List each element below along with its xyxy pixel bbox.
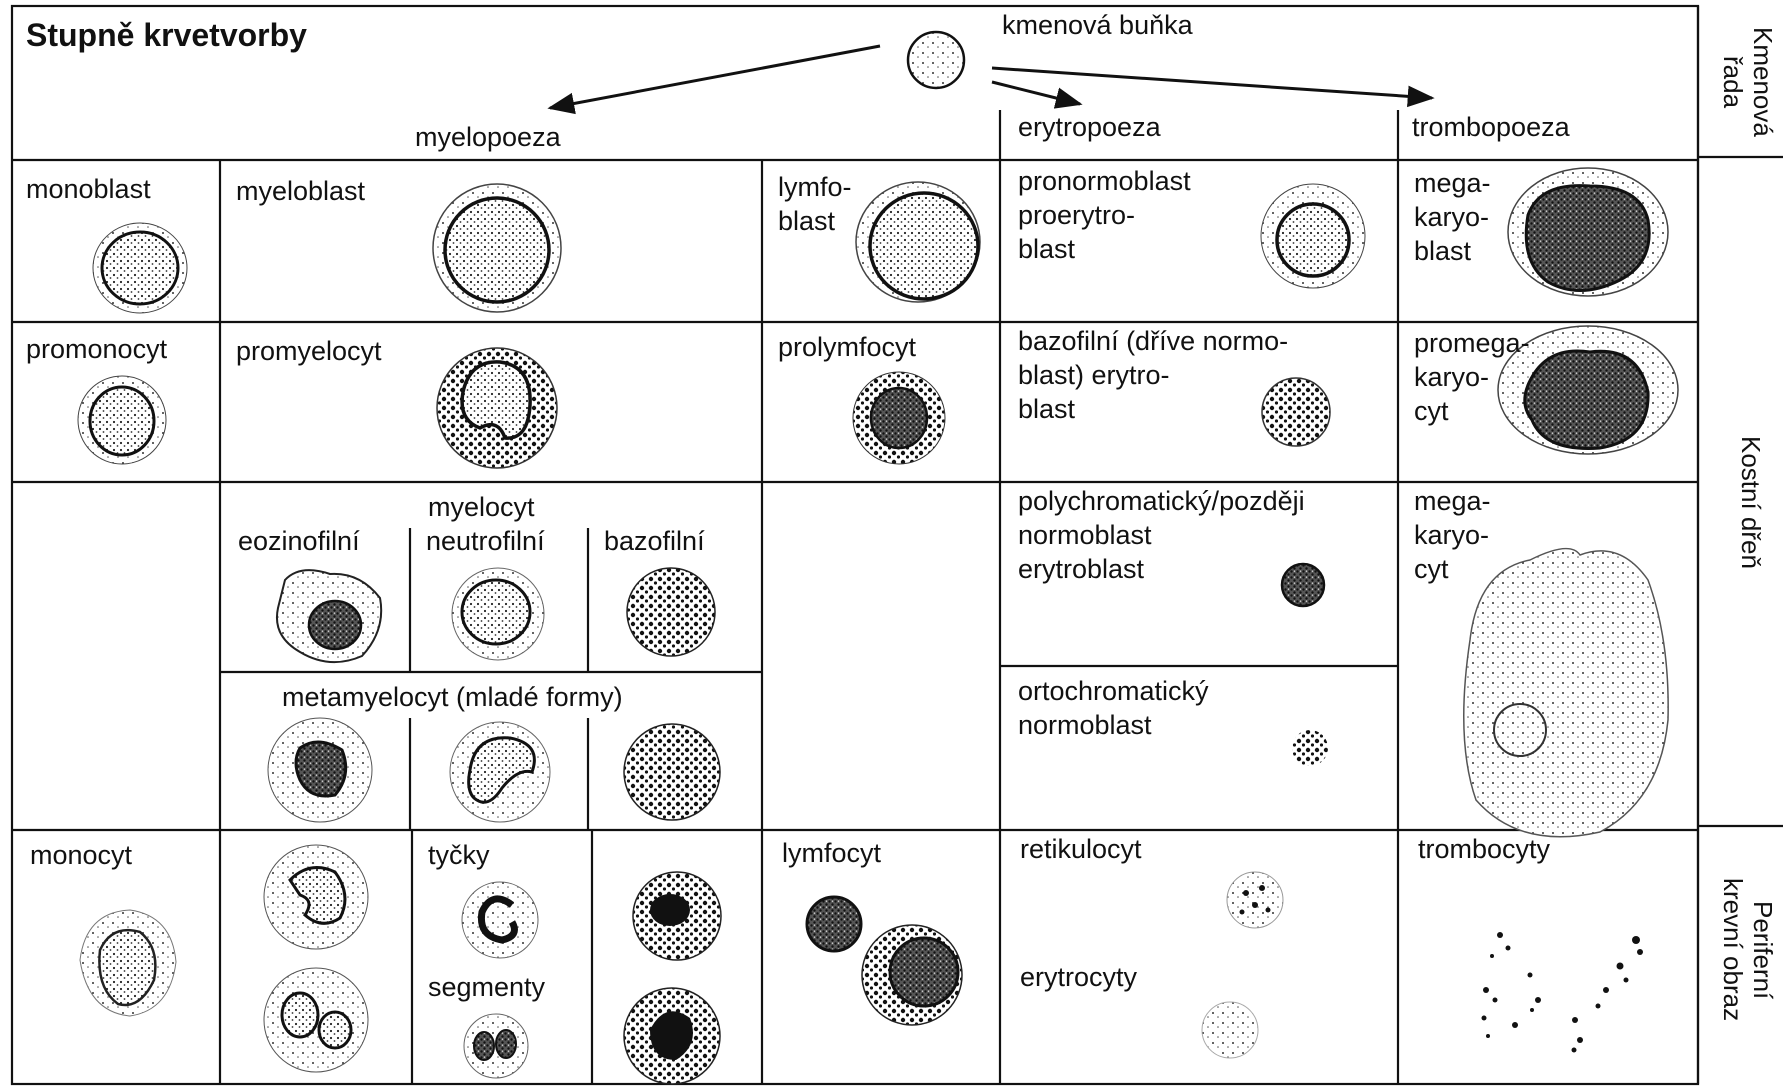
cell-lymfocyt-drawing-1 bbox=[807, 897, 861, 951]
side-label-kmenova-rada: Kmenová řada bbox=[1704, 12, 1778, 152]
side-label-periferni-krevni-obraz: Periferní krevní obraz bbox=[1704, 850, 1778, 1050]
label-myelocyt: myelocyt bbox=[428, 490, 535, 524]
label-polychromaticky: polychromatický/později normoblast erytr… bbox=[1018, 484, 1305, 586]
cell-neutrofil-drawing-1 bbox=[264, 845, 368, 949]
cell-myelocyt-neutrofilni-drawing bbox=[452, 568, 544, 660]
cell-lymfoblast-drawing bbox=[856, 182, 980, 302]
cell-promonocyt-drawing bbox=[78, 376, 166, 464]
label-ortochromaticky: ortochromatický normoblast bbox=[1018, 674, 1209, 742]
cell-monoblast-drawing bbox=[93, 223, 187, 313]
label-pronormoblast: pronormoblast proerytro- blast bbox=[1018, 164, 1191, 266]
label-prolymfocyt: prolymfocyt bbox=[778, 330, 916, 364]
cell-lymfocyt-drawing-2 bbox=[862, 925, 962, 1025]
label-lymfoblast: lymfo- blast bbox=[778, 170, 852, 238]
label-monocyt: monocyt bbox=[30, 838, 132, 872]
label-retikulocyt: retikulocyt bbox=[1020, 832, 1142, 866]
cell-prolymfocyt-drawing bbox=[853, 372, 945, 464]
trombocyty-drawing bbox=[1482, 932, 1644, 1053]
cell-myeloblast-drawing bbox=[433, 184, 561, 312]
cell-segmenty-drawing bbox=[464, 1014, 528, 1078]
label-kmenova-bunka: kmenová buňka bbox=[1002, 8, 1193, 42]
stem-cell-drawing bbox=[908, 32, 964, 88]
label-bazofilni: bazofilní bbox=[604, 524, 705, 558]
cell-ortochromaticky-drawing bbox=[1292, 730, 1328, 766]
cell-monocyt-drawing bbox=[80, 910, 176, 1016]
label-myelopoeza: myelopoeza bbox=[415, 120, 561, 154]
label-eozinofilni: eozinofilní bbox=[238, 524, 360, 558]
cell-promyelocyt-drawing bbox=[437, 348, 557, 468]
label-tycky: tyčky bbox=[428, 838, 490, 872]
cell-bazofil-drawing bbox=[624, 988, 720, 1084]
label-neutrofilni: neutrofilní bbox=[426, 524, 545, 558]
cell-metamyelocyt-eozinofilni-drawing bbox=[268, 718, 372, 822]
cell-retikulocyt-drawing bbox=[1227, 872, 1283, 928]
label-promonocyt: promonocyt bbox=[26, 332, 167, 366]
cell-megakaryoblast-drawing bbox=[1508, 168, 1668, 296]
diagram-title: Stupně krvetvorby bbox=[26, 18, 307, 52]
arrow-trombo bbox=[992, 68, 1432, 98]
cell-myelocyt-eozinofilni-drawing bbox=[277, 570, 381, 662]
label-promegakaryocyt: promega- karyo- cyt bbox=[1414, 326, 1530, 428]
label-segmenty: segmenty bbox=[428, 970, 545, 1004]
label-metamyelocyt: metamyelocyt (mladé formy) bbox=[282, 680, 623, 714]
side-label-kostni-dren: Kostní dřeň bbox=[1718, 372, 1766, 632]
cell-neutrofil-drawing-2 bbox=[264, 968, 368, 1072]
arrow-myelo bbox=[550, 46, 880, 108]
cell-eozinofil-drawing bbox=[633, 872, 721, 960]
cell-megakaryocyt-drawing bbox=[1464, 549, 1668, 837]
label-lymfocyt: lymfocyt bbox=[782, 836, 881, 870]
label-trombopoeza: trombopoeza bbox=[1412, 110, 1570, 144]
label-monoblast: monoblast bbox=[26, 172, 151, 206]
cell-myelocyt-bazofilni-drawing bbox=[627, 568, 715, 656]
label-megakaryoblast: mega- karyo- blast bbox=[1414, 166, 1491, 268]
label-myeloblast: myeloblast bbox=[236, 174, 365, 208]
label-trombocyty: trombocyty bbox=[1418, 832, 1550, 866]
cell-erytrocyty-drawing bbox=[1202, 1002, 1258, 1058]
label-megakaryocyt: mega- karyo- cyt bbox=[1414, 484, 1491, 586]
cell-metamyelocyt-bazofilni-drawing bbox=[624, 724, 720, 820]
label-erytrocyty: erytrocyty bbox=[1020, 960, 1137, 994]
arrow-erytro bbox=[992, 82, 1080, 104]
cell-pronormoblast-drawing bbox=[1261, 184, 1365, 288]
label-bazofilni-erytroblast: bazofilní (dříve normo- blast) erytro- b… bbox=[1018, 324, 1288, 426]
label-erytropoeza: erytropoeza bbox=[1018, 110, 1161, 144]
arrows bbox=[550, 46, 1432, 108]
cell-tycky-drawing bbox=[462, 882, 538, 958]
cell-metamyelocyt-neutrofilni-drawing bbox=[450, 722, 550, 822]
label-promyelocyt: promyelocyt bbox=[236, 334, 382, 368]
